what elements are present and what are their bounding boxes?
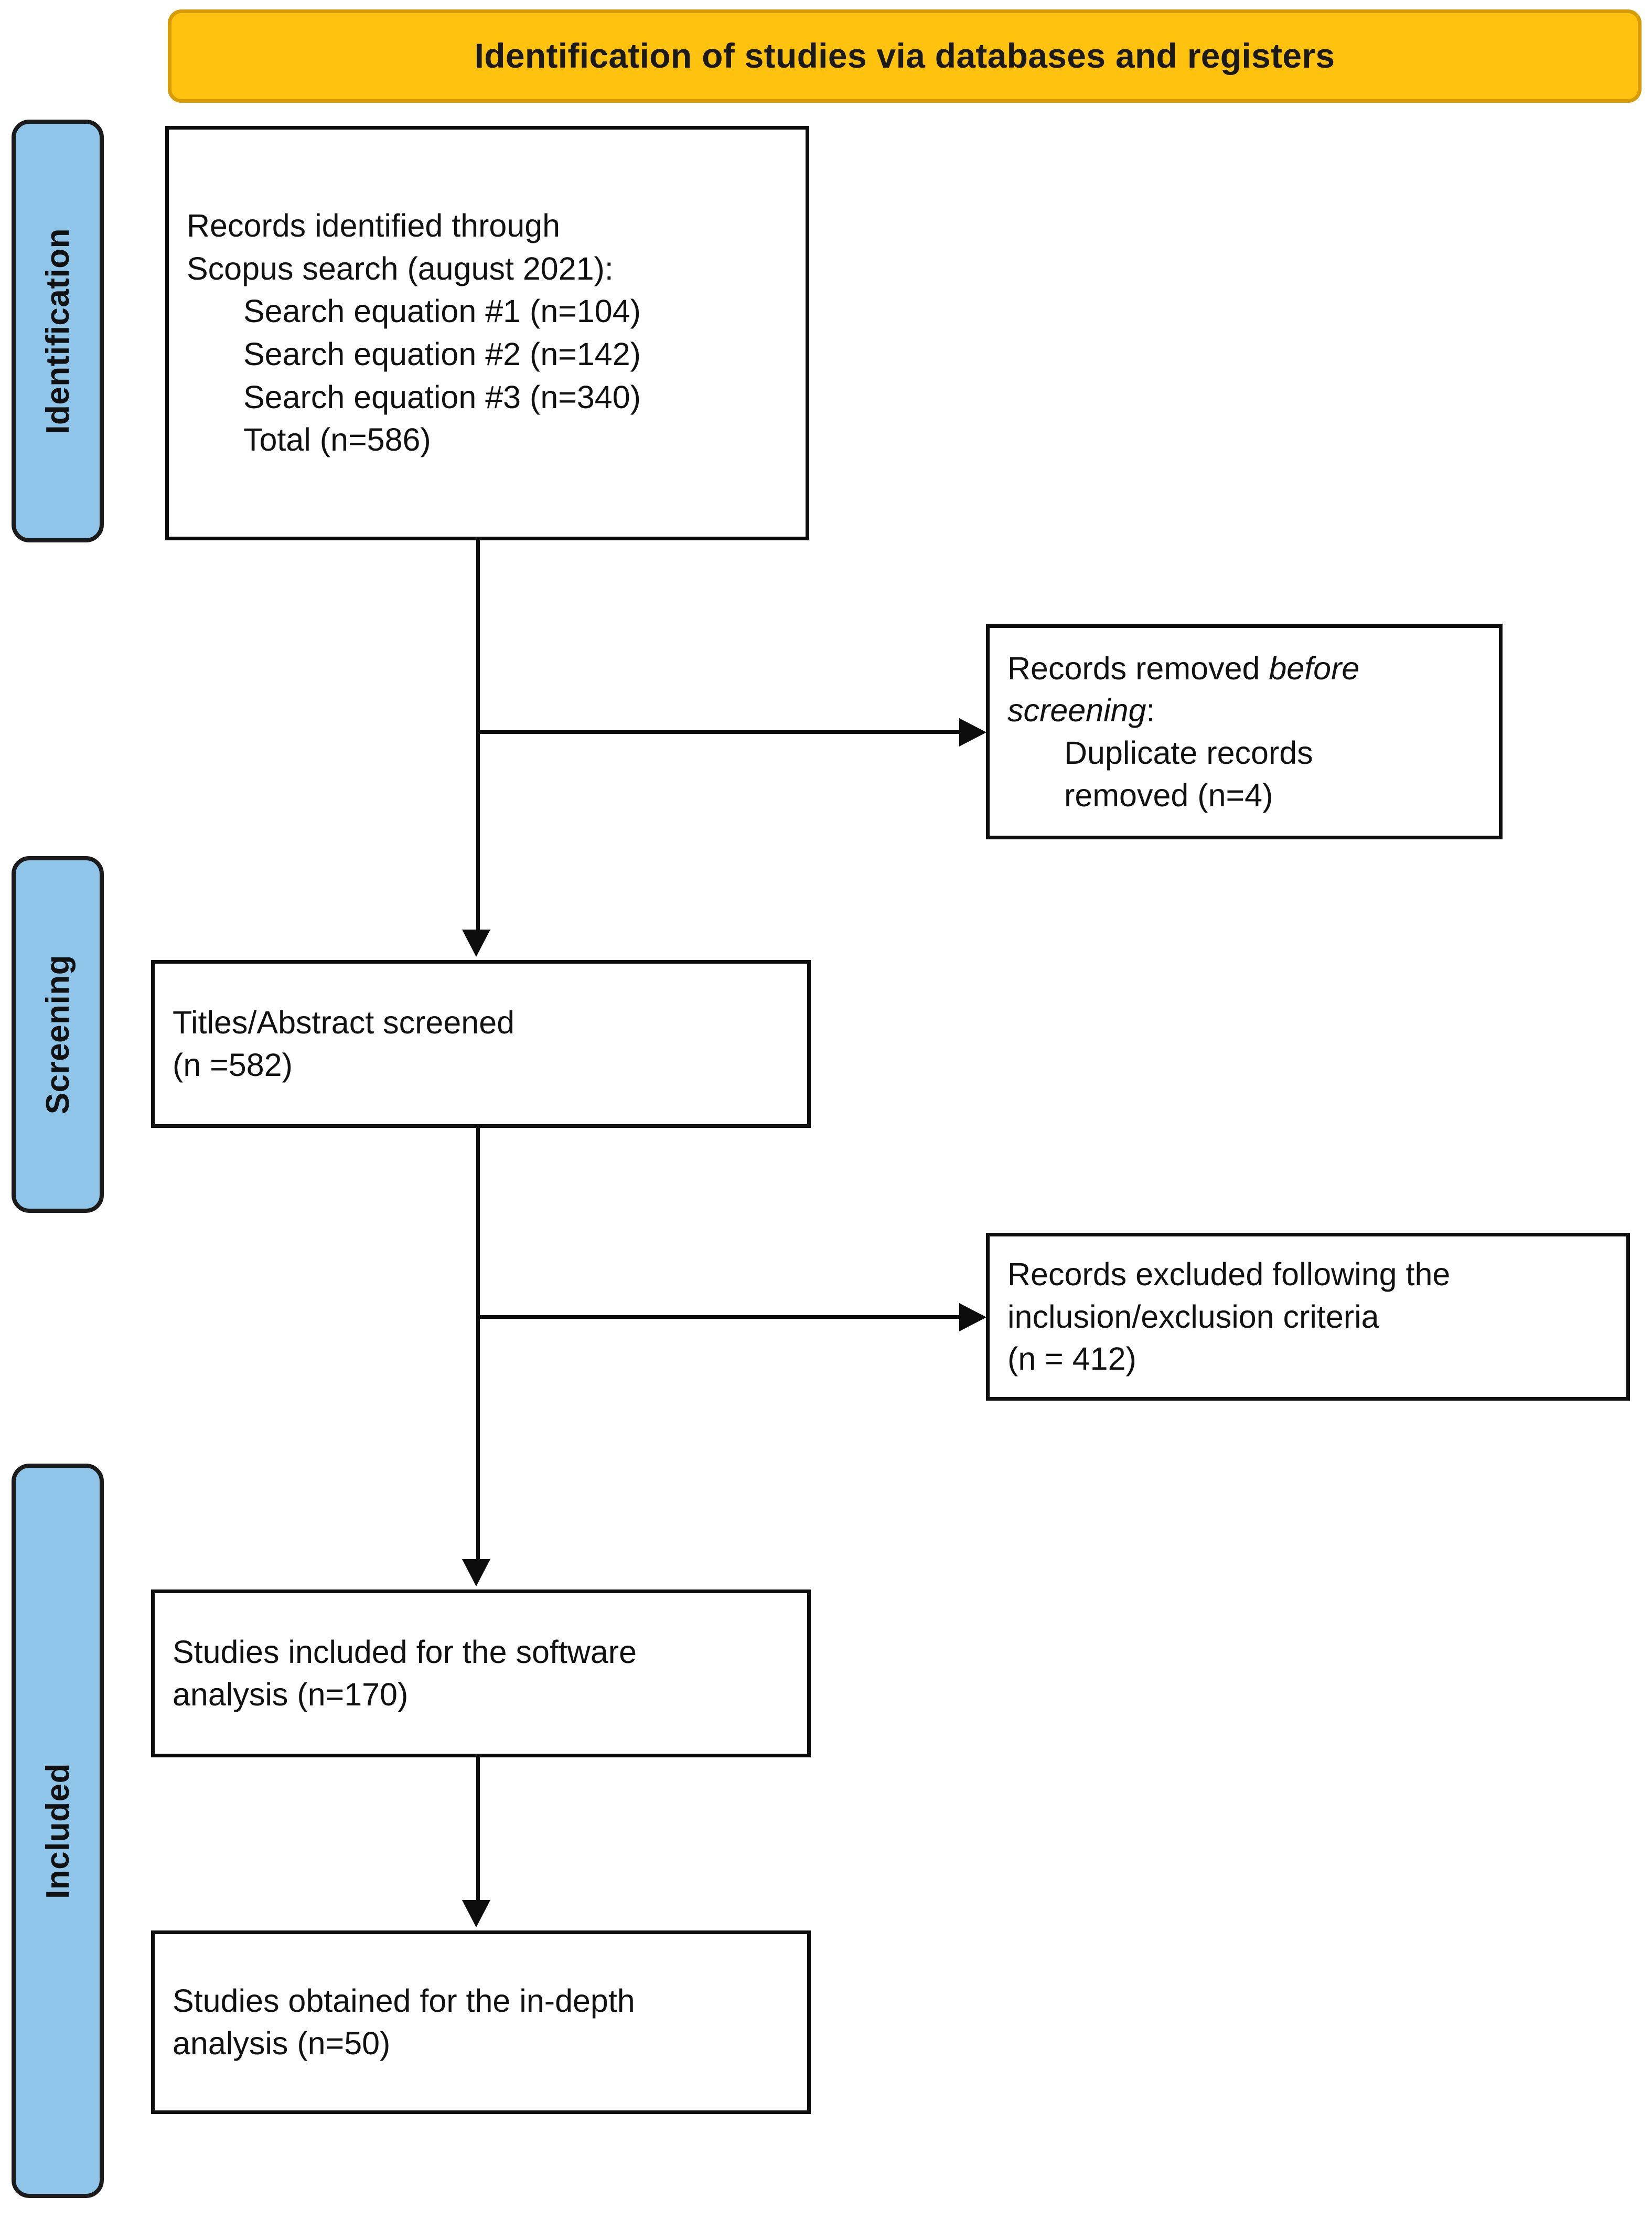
arrowhead-down-to-software	[462, 1559, 490, 1586]
stage-tab-identification: Identification	[12, 120, 104, 542]
titles-abstract-screened-line-1: Titles/Abstract screened	[173, 1005, 515, 1041]
connector-screened-to-software	[476, 1128, 480, 1559]
records-identified-line-2: Scopus search (august 2021):	[187, 250, 614, 286]
connector-identified-to-removed	[476, 730, 959, 734]
records-excluded-text: Records excluded following the inclusion…	[990, 1253, 1626, 1380]
records-excluded-line-3: (n = 412)	[1007, 1341, 1136, 1377]
records-removed-line-4: removed (n=4)	[1064, 777, 1273, 813]
titles-abstract-screened-line-2: (n =582)	[173, 1047, 293, 1083]
records-removed-line-1-plain: Records removed	[1007, 650, 1269, 686]
connector-identified-to-screened	[476, 540, 480, 930]
stage-label-screening: Screening	[39, 954, 76, 1115]
records-excluded-line-2: inclusion/exclusion criteria	[1007, 1298, 1379, 1335]
connector-software-to-indepth	[476, 1757, 480, 1900]
flow-box-studies-software-analysis: Studies included for the software analys…	[151, 1589, 811, 1757]
arrowhead-right-to-excluded	[959, 1303, 986, 1331]
studies-indepth-analysis-line-2: analysis (n=50)	[173, 2025, 391, 2061]
records-removed-line-2-italic: screening	[1007, 692, 1146, 729]
records-excluded-line-1: Records excluded following the	[1007, 1256, 1451, 1293]
records-identified-line-3: Search equation #1 (n=104)	[243, 293, 641, 329]
records-identified-text: Records identified through Scopus search…	[169, 205, 806, 462]
arrowhead-down-to-screened	[462, 930, 490, 957]
connector-screened-to-excluded	[476, 1315, 959, 1319]
records-identified-line-6: Total (n=586)	[243, 422, 431, 458]
flow-box-records-removed: Records removed before screening: Duplica…	[986, 624, 1503, 839]
flow-box-titles-abstract-screened: Titles/Abstract screened (n =582)	[151, 960, 811, 1128]
arrowhead-right-to-removed	[959, 718, 986, 746]
flow-box-studies-indepth-analysis: Studies obtained for the in-depth analys…	[151, 1930, 811, 2114]
studies-indepth-analysis-line-1: Studies obtained for the in-depth	[173, 1983, 635, 2019]
arrowhead-down-to-indepth	[462, 1900, 490, 1927]
studies-software-analysis-line-2: analysis (n=170)	[173, 1677, 409, 1712]
stage-label-identification: Identification	[39, 228, 76, 434]
records-identified-line-5: Search equation #3 (n=340)	[243, 379, 641, 415]
records-identified-line-1: Records identified through	[187, 207, 561, 243]
records-removed-line-3: Duplicate records	[1064, 735, 1313, 771]
records-identified-line-4: Search equation #2 (n=142)	[243, 336, 641, 372]
flow-box-records-excluded: Records excluded following the inclusion…	[986, 1233, 1630, 1401]
studies-indepth-analysis-text: Studies obtained for the in-depth analys…	[155, 1980, 807, 2064]
records-removed-text: Records removed before screening: Duplica…	[990, 647, 1499, 816]
records-removed-line-1-italic: before	[1269, 650, 1360, 686]
studies-software-analysis-text: Studies included for the software analys…	[155, 1631, 807, 1715]
diagram-header-banner: Identification of studies via databases …	[168, 9, 1642, 103]
stage-label-included: Included	[39, 1763, 76, 1899]
stage-tab-included: Included	[12, 1464, 104, 2198]
page-title: Identification of studies via databases …	[474, 36, 1335, 76]
records-removed-line-2-plain: :	[1146, 692, 1155, 729]
stage-tab-screening: Screening	[12, 856, 104, 1213]
flow-box-records-identified: Records identified through Scopus search…	[165, 126, 809, 540]
titles-abstract-screened-text: Titles/Abstract screened (n =582)	[155, 1001, 807, 1086]
studies-software-analysis-line-1: Studies included for the software	[173, 1634, 637, 1670]
